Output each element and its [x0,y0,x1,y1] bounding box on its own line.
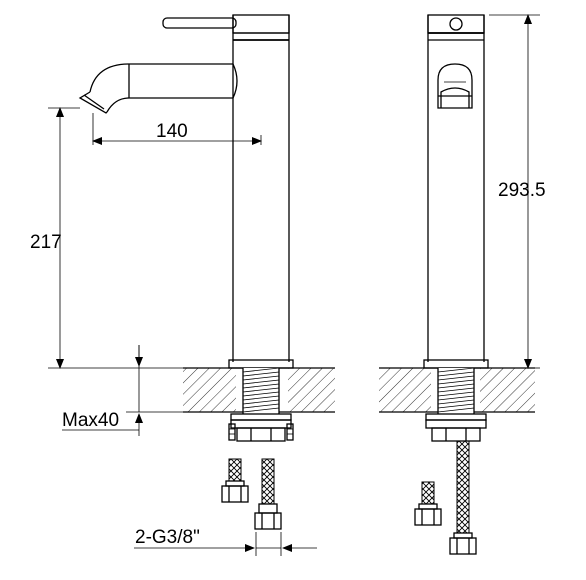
supply-hose-left [221,458,249,503]
dimension-spout-reach: 140 [92,113,262,145]
deck-thickness-label: Max40 [62,410,119,431]
side-view: 293.5 [379,14,546,555]
total-height-label: 293.5 [498,180,546,201]
countertop-section-front [183,367,335,413]
supply-hose-side-short [414,481,442,526]
threaded-shank-front [242,367,280,414]
spout [78,63,238,114]
dimension-spout-height: 217 [30,107,183,369]
faucet-body-side [423,14,489,369]
countertop-section-side [379,367,535,413]
mounting-nut-front [228,413,294,442]
dimension-max-deck-thickness: Max40 [62,345,183,436]
spout-reach-label: 140 [156,121,188,142]
threaded-shank-side [437,367,475,414]
lever-handle [162,14,290,34]
hose-connection-label: 2-G3/8" [135,527,200,548]
mounting-nut-side [425,413,487,442]
faucet-body-front [228,15,294,369]
spout-height-label: 217 [30,232,62,253]
dimension-total-height: 293.5 [489,14,546,369]
dimension-hose-connection: 2-G3/8" [134,527,317,556]
supply-hose-right [254,458,282,530]
front-view: 140 217 Max40 2-G3/8" [30,14,335,556]
spout-outlet-side [437,63,473,109]
supply-hose-side-long [449,440,477,555]
